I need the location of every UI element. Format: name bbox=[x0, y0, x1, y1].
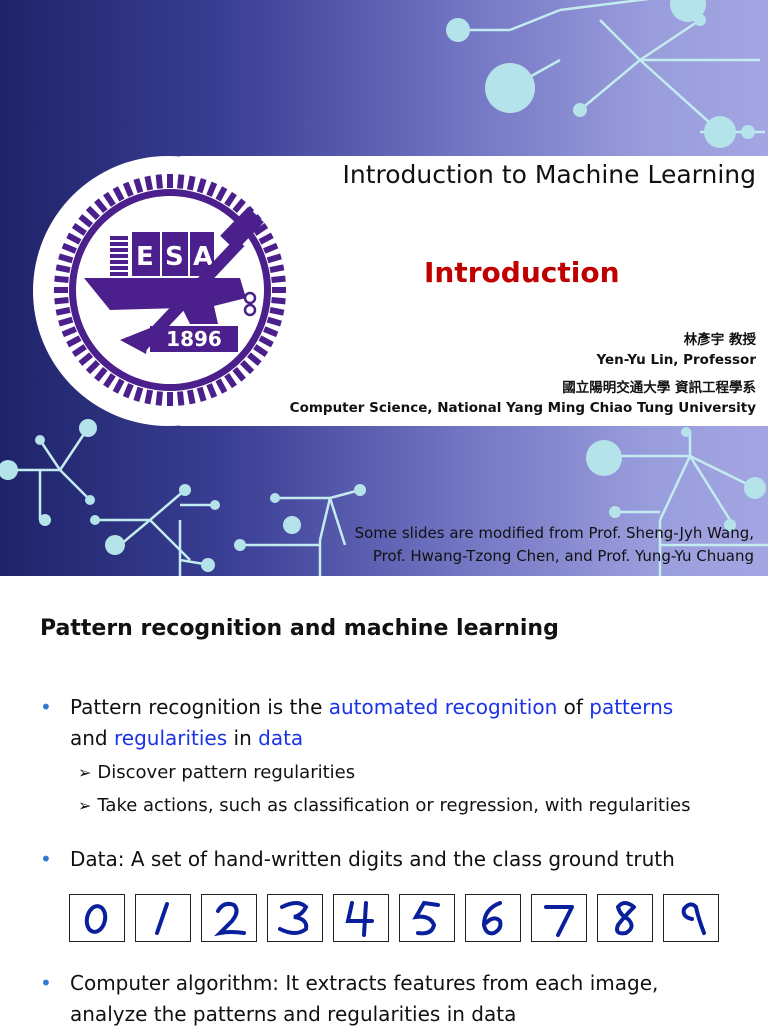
digit-image-6 bbox=[465, 894, 521, 942]
digit-image-7 bbox=[531, 894, 587, 942]
bullet-dot-icon: • bbox=[40, 971, 52, 995]
credits-line-1: Some slides are modified from Prof. Shen… bbox=[354, 524, 754, 542]
credits-note: Some slides are modified from Prof. Shen… bbox=[355, 522, 754, 568]
sub-bullet-actions: ➢Take actions, such as classification or… bbox=[78, 795, 691, 816]
logo-letter-e: E bbox=[136, 242, 154, 272]
highlight-patterns: patterns bbox=[589, 695, 674, 719]
credits-line-2: Prof. Hwang-Tzong Chen, and Prof. Yung-Y… bbox=[372, 547, 754, 565]
digit-image-5 bbox=[399, 894, 455, 942]
affiliation-cn: 國立陽明交通大學 資訊工程學系 bbox=[562, 380, 756, 396]
arrow-bullet-icon: ➢ bbox=[78, 796, 92, 815]
author-block: 林彥宇 教授 Yen-Yu Lin, Professor 國立陽明交通大學 資訊… bbox=[290, 330, 756, 418]
bullet-line-2: and regularities in data bbox=[70, 726, 304, 750]
bullet-computer-algorithm: • Computer algorithm: It extracts featur… bbox=[40, 968, 658, 1030]
university-seal-icon: E S A 1896 bbox=[54, 174, 286, 406]
sub-bullet-discover: ➢Discover pattern regularities bbox=[78, 762, 356, 783]
logo-year: 1896 bbox=[166, 327, 222, 351]
highlight-automated-recognition: automated recognition bbox=[328, 695, 558, 719]
bullet-line-1: Pattern recognition is the automated rec… bbox=[70, 695, 674, 719]
title-slide: E S A 1896 Introduction to Machine Learn… bbox=[0, 0, 768, 576]
slide-heading: Pattern recognition and machine learning bbox=[40, 616, 559, 641]
content-slide: Pattern recognition and machine learning… bbox=[0, 576, 768, 1026]
lecture-title: Introduction bbox=[424, 256, 620, 289]
highlight-data: data bbox=[258, 726, 304, 750]
digit-image-8 bbox=[597, 894, 653, 942]
digit-image-2 bbox=[201, 894, 257, 942]
digit-image-4 bbox=[333, 894, 389, 942]
highlight-regularities: regularities bbox=[113, 726, 228, 750]
arrow-bullet-icon: ➢ bbox=[78, 763, 92, 782]
course-title: Introduction to Machine Learning bbox=[342, 160, 756, 189]
logo-letter-a: A bbox=[193, 242, 213, 272]
digit-image-0 bbox=[69, 894, 125, 942]
circuit-decoration bbox=[0, 0, 768, 576]
author-name-cn: 林彥宇 教授 bbox=[683, 332, 756, 348]
author-name-en: Yen-Yu Lin, Professor bbox=[596, 352, 756, 368]
digit-image-3 bbox=[267, 894, 323, 942]
bullet-dot-icon: • bbox=[40, 847, 52, 871]
affiliation-en: Computer Science, National Yang Ming Chi… bbox=[289, 400, 756, 416]
digit-image-9 bbox=[663, 894, 719, 942]
bullet-data: • Data: A set of hand-written digits and… bbox=[40, 844, 675, 875]
logo-letter-s: S bbox=[165, 242, 184, 272]
digit-image-1 bbox=[135, 894, 191, 942]
bullet-dot-icon: • bbox=[40, 695, 52, 719]
bullet-pattern-recognition: • Pattern recognition is the automated r… bbox=[40, 692, 673, 754]
